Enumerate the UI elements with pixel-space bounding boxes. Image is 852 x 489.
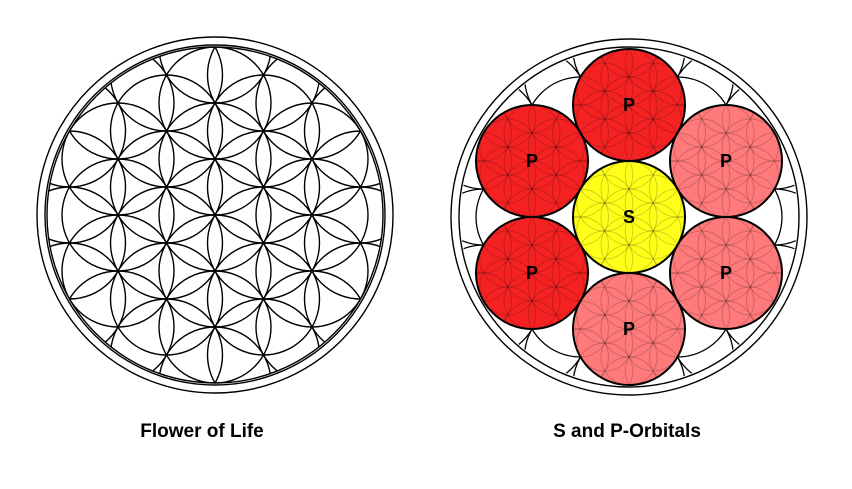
outer-ring — [44, 44, 386, 386]
p-orbital: P — [572, 48, 686, 162]
flower-of-life-caption: Flower of Life — [140, 421, 264, 442]
orbitals-diagram: S P P P P P P — [450, 38, 808, 396]
s-orbital: S — [572, 160, 686, 274]
p-orbital: P — [669, 104, 783, 218]
p-orbital: P — [475, 216, 589, 330]
orbital-label: P — [623, 319, 635, 339]
p-orbital: P — [475, 104, 589, 218]
outer-ring — [36, 36, 394, 394]
orbital-label: P — [720, 263, 732, 283]
orbital-label: P — [623, 95, 635, 115]
outer-ring — [458, 46, 800, 388]
orbital-label: P — [526, 263, 538, 283]
orbitals-caption: S and P-Orbitals — [553, 421, 701, 442]
flower-of-life — [36, 36, 394, 394]
orbital-label: P — [526, 151, 538, 171]
orbital-label: P — [720, 151, 732, 171]
outer-ring — [450, 38, 808, 396]
orbital-label: S — [623, 207, 635, 227]
p-orbital: P — [572, 272, 686, 386]
